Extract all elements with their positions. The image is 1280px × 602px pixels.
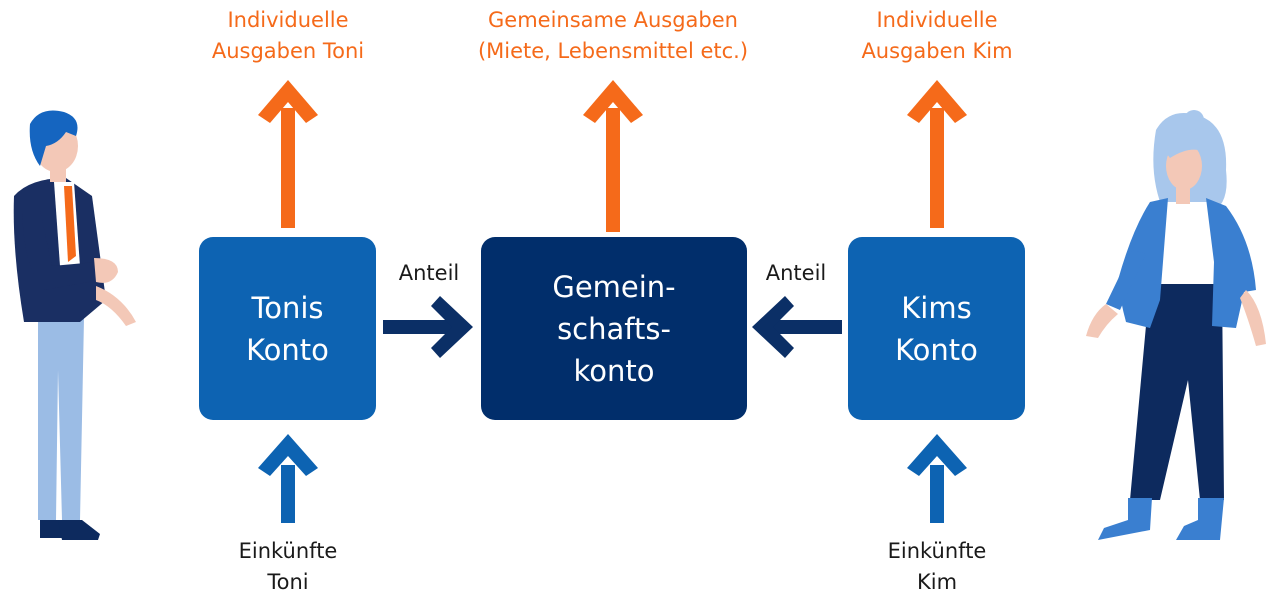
left-person-figure xyxy=(13,110,136,540)
account-box-kim-line1: Kims xyxy=(901,290,972,325)
account-box-kim-line2: Konto xyxy=(895,332,978,367)
joint-account-line3: konto xyxy=(573,353,655,388)
right-person-figure xyxy=(1086,110,1266,540)
income-label-toni: Einkünfte Toni xyxy=(208,536,368,598)
income-label-kim: Einkünfte Kim xyxy=(857,536,1017,598)
income-arrow-kim xyxy=(907,434,967,523)
expense-label-toni: Individuelle Ausgaben Toni xyxy=(188,5,388,67)
expense-label-toni-line1: Individuelle xyxy=(227,8,349,32)
share-label-right: Anteil xyxy=(765,261,827,285)
account-box-toni: Tonis Konto xyxy=(199,237,376,420)
joint-account-line2: schafts- xyxy=(557,311,671,346)
share-arrow-left xyxy=(383,296,473,358)
joint-account-box: Gemein- schafts- konto xyxy=(481,237,747,420)
expense-label-kim-line1: Individuelle xyxy=(876,8,998,32)
expense-label-kim: Individuelle Ausgaben Kim xyxy=(837,5,1037,67)
joint-account-line1: Gemein- xyxy=(552,269,676,304)
expense-label-shared: Gemeinsame Ausgaben (Miete, Lebensmittel… xyxy=(443,5,783,67)
expense-label-kim-line2: Ausgaben Kim xyxy=(861,39,1013,63)
expense-arrow-right xyxy=(907,80,967,228)
account-box-toni-line1: Tonis xyxy=(251,290,324,325)
income-label-kim-line2: Kim xyxy=(916,570,958,594)
expense-arrow-left xyxy=(258,80,318,228)
expense-label-shared-line1: Gemeinsame Ausgaben xyxy=(488,8,738,32)
income-label-toni-line2: Toni xyxy=(267,570,309,594)
share-arrow-right xyxy=(752,296,842,358)
share-label-left: Anteil xyxy=(398,261,460,285)
expense-label-shared-line2: (Miete, Lebensmittel etc.) xyxy=(477,39,749,63)
income-label-kim-line1: Einkünfte xyxy=(887,539,987,563)
income-arrow-toni xyxy=(258,434,318,523)
expense-arrow-center xyxy=(583,80,643,232)
income-label-toni-line1: Einkünfte xyxy=(238,539,338,563)
expense-label-toni-line2: Ausgaben Toni xyxy=(211,39,365,63)
account-box-toni-line2: Konto xyxy=(246,332,329,367)
account-box-kim: Kims Konto xyxy=(848,237,1025,420)
